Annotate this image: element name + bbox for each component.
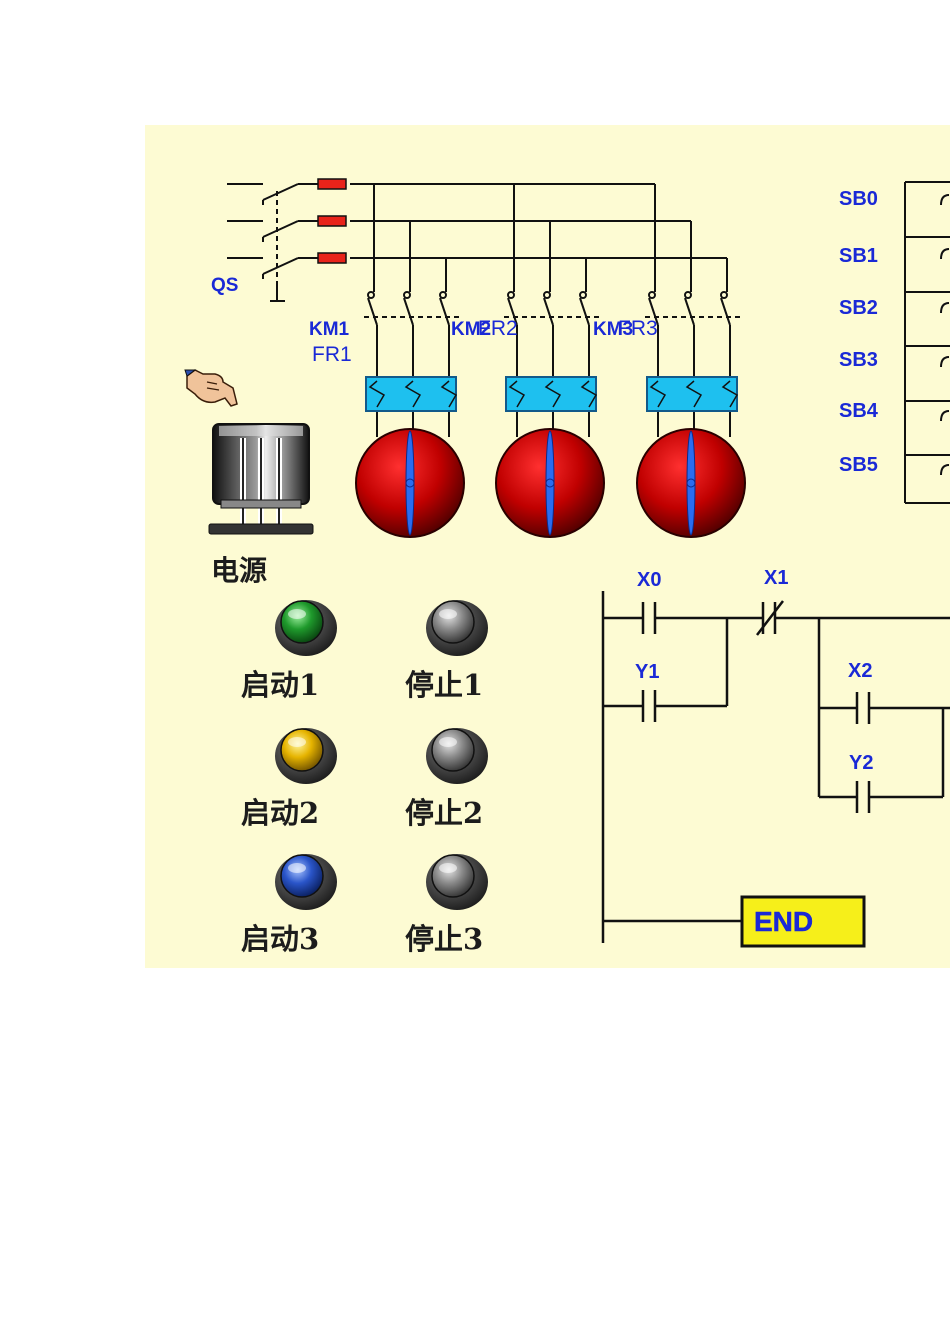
stop-button-3[interactable] [426, 854, 488, 910]
x1-label: X1 [764, 567, 788, 589]
km1-label: KM1 [309, 319, 350, 340]
km2-label: KM2 [451, 319, 491, 340]
motor-branch-3 [636, 184, 746, 538]
km3-label: KM3 [593, 319, 633, 340]
motor-branch-1 [355, 184, 465, 538]
fuse-group [298, 178, 347, 264]
input-terminal-block [904, 181, 950, 504]
sb1-label: SB1 [839, 245, 878, 267]
pointing-hand-icon[interactable] [184, 369, 238, 407]
stop-label-3: 停止3 [405, 922, 483, 956]
sb3-label: SB3 [839, 349, 878, 371]
start-button-3[interactable] [275, 854, 337, 910]
motor-branches [355, 184, 746, 538]
ladder-diagram [601, 591, 950, 943]
y1-label: Y1 [635, 661, 659, 683]
fr1-label: FR1 [312, 343, 352, 366]
x2-label: X2 [848, 660, 872, 682]
x0-label: X0 [637, 569, 661, 591]
stop-label-1: 停止1 [405, 668, 483, 702]
sb4-label: SB4 [839, 400, 879, 422]
sb0-label: SB0 [839, 188, 878, 210]
motor-branch-2 [495, 184, 605, 538]
start-label-3: 启动3 [241, 922, 319, 956]
fr2-label: FR2 [478, 317, 518, 340]
start-label-1: 启动1 [241, 668, 319, 702]
stop-label-2: 停止2 [405, 796, 483, 830]
qs-label: QS [211, 275, 238, 296]
start-button-2[interactable] [275, 728, 337, 784]
end-instruction [740, 895, 866, 948]
main-power-circuit [227, 183, 727, 302]
power-switch-icon[interactable] [208, 423, 314, 535]
stop-button-2[interactable] [426, 728, 488, 784]
start-label-2: 启动2 [241, 796, 319, 830]
power-label: 电源 [211, 554, 267, 587]
start-button-1[interactable] [275, 600, 337, 656]
circuit-diagram: QS KM1 FR1 KM2 FR2 KM3 FR3 电源 启动1 停止1 启动2 停… [184, 178, 950, 956]
sb2-label: SB2 [839, 297, 878, 319]
push-buttons: 启动1 停止1 启动2 停止2 启动3 停止3 [241, 600, 488, 956]
stop-button-1[interactable] [426, 600, 488, 656]
fr3-label: FR3 [618, 317, 658, 340]
sb5-label: SB5 [839, 454, 878, 476]
end-label: END [754, 906, 813, 937]
y2-label: Y2 [849, 752, 873, 774]
simulation-panel: QS KM1 FR1 KM2 FR2 KM3 FR3 电源 启动1 停止1 启动2 停… [145, 125, 950, 968]
